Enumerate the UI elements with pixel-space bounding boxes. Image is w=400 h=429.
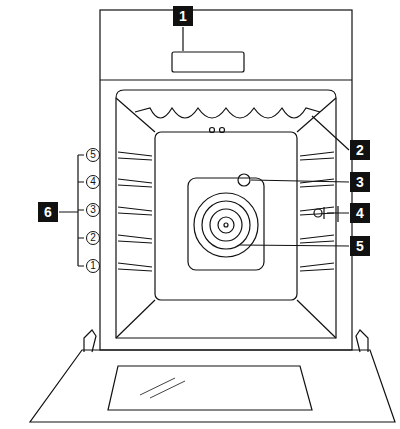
element-mount [210,128,215,133]
shelf-level-number: 1 [86,259,100,273]
fan [202,201,250,249]
back-wall [155,132,297,300]
door-window [108,366,312,410]
leader-line [240,245,349,246]
shelf-runner [300,207,334,215]
shelf-support [323,207,324,219]
shelf-runner [118,179,152,187]
cavity-outline [116,90,336,338]
cavity-corner [297,98,336,132]
shelf-runner [118,263,152,271]
cavity-corner [297,300,336,338]
glass-reflection [150,381,185,398]
cavity-corner [116,98,155,132]
lamp [238,174,250,186]
fan [224,223,228,227]
callout-number: 4 [350,203,370,223]
shelf-level-number: 5 [86,148,100,162]
shelf-runner [118,207,152,215]
panel-edge [100,79,352,80]
oven-door [30,350,395,422]
shelf-runner [300,179,334,187]
element-mount [220,128,225,133]
leader-line [312,116,349,150]
shelf-runner [300,263,334,271]
shelf-runner [118,152,152,160]
cavity-corner [116,300,155,338]
leader-line [251,180,349,182]
shelf-runner [118,235,152,243]
callout-number: 3 [350,172,370,192]
callout-number: 1 [173,6,193,26]
leader-line [182,27,183,51]
callout-number: 2 [350,140,370,160]
callout-number: 6 [38,202,58,222]
display [172,52,244,72]
bracket [59,155,84,266]
shelf-runner [300,152,334,160]
callout-number: 5 [350,236,370,256]
fan [218,217,234,233]
oven-housing [100,10,352,350]
hinge [84,330,96,352]
fan [210,209,242,241]
leader-line [327,206,349,222]
glass-reflection [140,378,175,395]
shelf-level-number: 3 [86,203,100,217]
heating-element [135,108,320,118]
shelf-runners [118,152,334,271]
shelf-support [314,209,322,217]
shelf-runner [300,235,334,243]
shelf-level-number: 4 [86,175,100,189]
fan-cover [188,178,264,270]
shelf-level-number: 2 [86,231,100,245]
hinge [356,330,368,352]
fan [194,193,258,257]
